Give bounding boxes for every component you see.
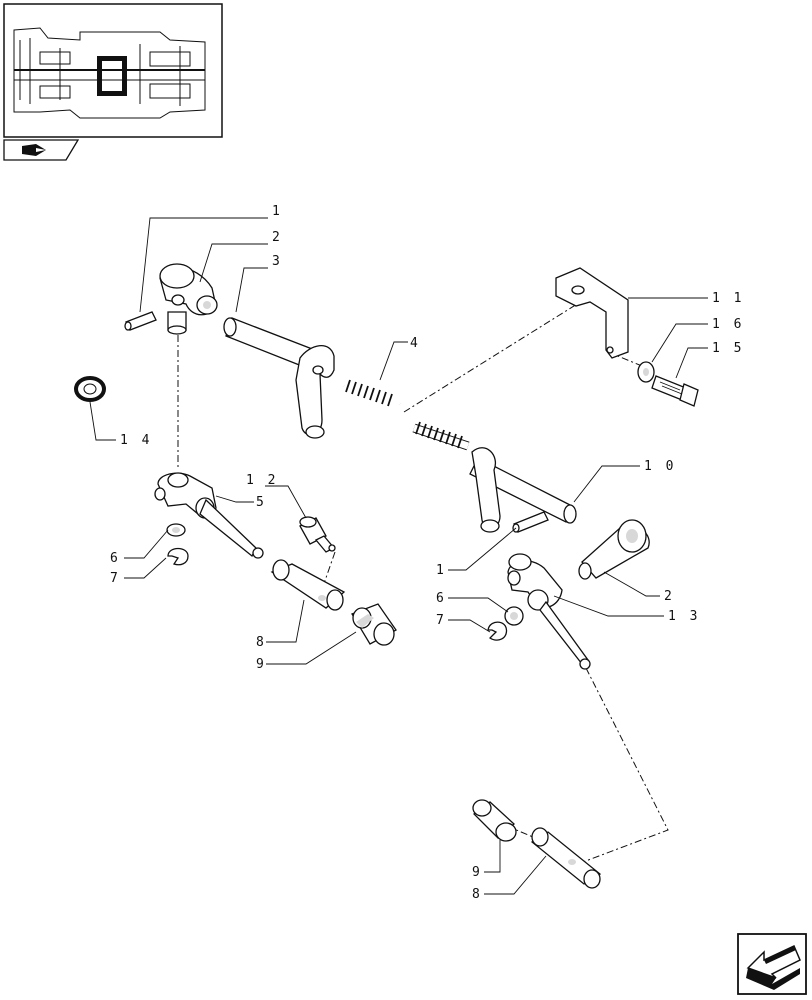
pin-8b	[530, 827, 602, 889]
next-page-arrow-icon[interactable]	[737, 933, 807, 995]
roll-pin-1b	[512, 511, 549, 533]
detent-plunger-12	[299, 516, 336, 553]
callout-6a: 6	[110, 551, 121, 566]
bolt-15	[651, 375, 699, 407]
pin-8a	[270, 559, 346, 611]
selector-lever-13	[507, 553, 591, 670]
roll-pin-1	[124, 311, 157, 331]
callout-10: 1 0	[644, 459, 676, 474]
circlip-7b	[487, 621, 508, 641]
bracket-11	[555, 267, 629, 359]
callout-15: 1 5	[712, 341, 744, 356]
washer-6a	[166, 523, 186, 537]
washer-6b	[504, 606, 524, 626]
spring-4a	[342, 379, 402, 408]
callout-labels: 1 2 3 4 1 1 1 6 1 5 1 4 1 2 5 1 0 6 7 1 …	[110, 204, 744, 902]
sleeve-9b	[472, 799, 517, 842]
shift-shaft-3	[223, 317, 335, 439]
assembly-lines	[177, 295, 669, 863]
callout-7b: 7	[436, 613, 447, 628]
callout-1: 1	[272, 204, 283, 219]
callout-16: 1 6	[712, 317, 744, 332]
callout-9b: 9	[472, 865, 483, 880]
dished-washer-14	[74, 376, 106, 402]
leader-lines	[89, 217, 708, 895]
callout-5: 5	[256, 495, 267, 510]
selector-lever-5	[154, 472, 264, 559]
callout-14: 1 4	[120, 433, 152, 448]
manual-book-icon[interactable]	[3, 139, 80, 161]
callout-3: 3	[272, 254, 283, 269]
selector-block-2	[159, 263, 218, 335]
selector-block-2b	[578, 519, 650, 580]
callout-12: 1 2	[246, 473, 278, 488]
shift-shaft-10	[469, 447, 577, 533]
callout-9a: 9	[256, 657, 267, 672]
callout-1b: 1	[436, 563, 447, 578]
callout-7a: 7	[110, 571, 121, 586]
sleeve-9a	[351, 603, 397, 646]
callout-2b: 2	[664, 589, 675, 604]
washer-16	[637, 361, 655, 383]
callout-6b: 6	[436, 591, 447, 606]
callout-13: 1 3	[668, 609, 700, 624]
callout-4: 4	[410, 336, 421, 351]
circlip-7a	[167, 547, 189, 566]
callout-8b: 8	[472, 887, 483, 902]
callout-8a: 8	[256, 635, 267, 650]
callout-11: 1 1	[712, 291, 744, 306]
transmission-thumbnail[interactable]	[3, 3, 223, 138]
callout-2: 2	[272, 230, 283, 245]
spring-4b	[412, 421, 470, 451]
